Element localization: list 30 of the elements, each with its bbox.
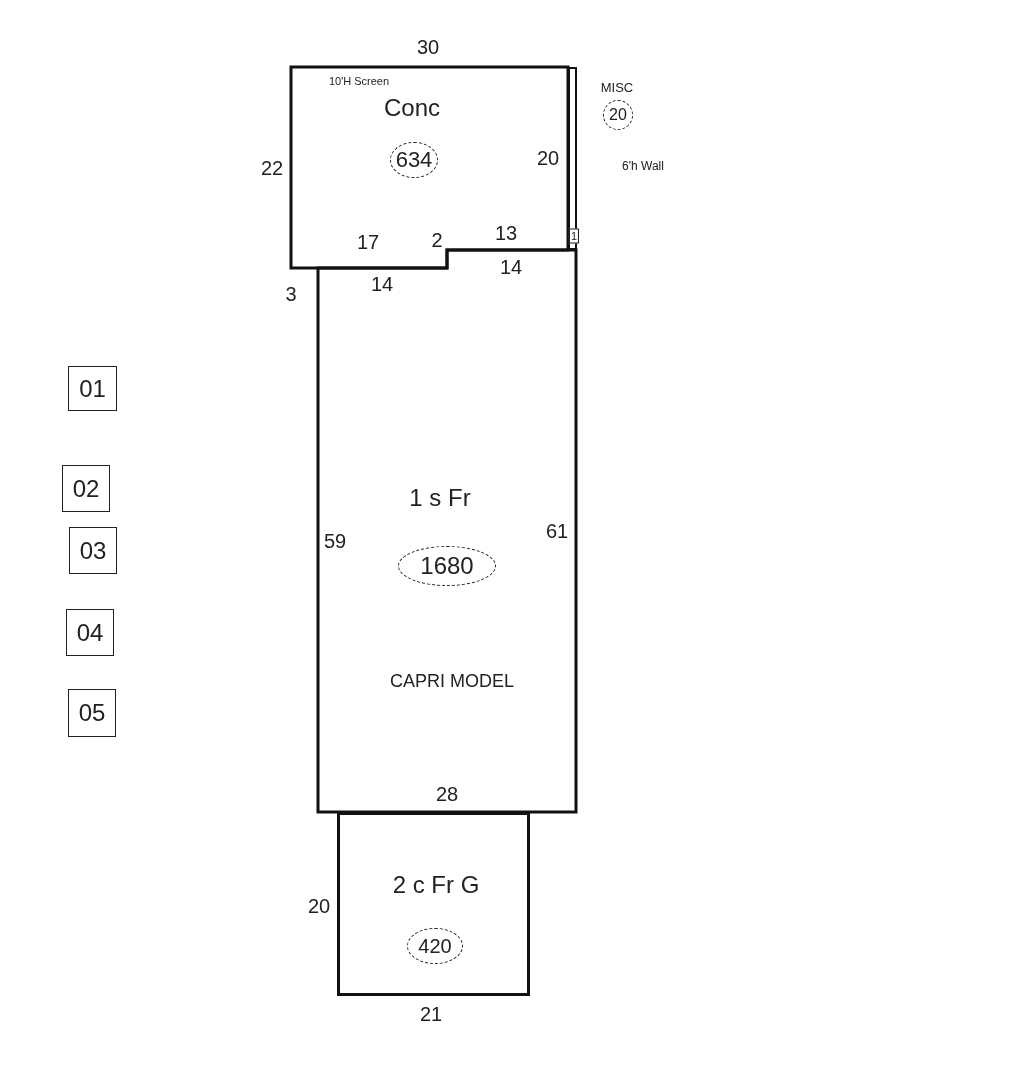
model-name: CAPRI MODEL (390, 672, 514, 690)
page-number-box: 02 (62, 465, 110, 512)
area-name: 2 c Fr G (392, 873, 480, 897)
dimension-label: 2 (431, 230, 443, 250)
area-name: Conc (384, 96, 440, 120)
dimension-label: 13 (494, 223, 518, 243)
dimension-label: 61 (545, 521, 569, 541)
page-number-box: 04 (66, 609, 114, 656)
wall-note: 6'h Wall (622, 160, 664, 172)
dimension-label: 30 (416, 37, 440, 57)
screen-note: 10'H Screen (328, 75, 390, 87)
area-name: 1 s Fr (409, 486, 471, 510)
dimension-label: 3 (285, 284, 297, 304)
page-number-box: 03 (69, 527, 117, 574)
page-number-box: 05 (68, 689, 116, 737)
dimension-label: 17 (356, 232, 380, 252)
dimension-label: 14 (499, 257, 523, 277)
dimension-label: 1 (568, 228, 580, 244)
page-number-box: 01 (68, 366, 117, 411)
dimension-label: 14 (370, 274, 394, 294)
wall-strip (568, 67, 577, 250)
dimension-label: 20 (307, 896, 331, 916)
house-outline (318, 250, 576, 812)
dimension-label: 20 (536, 148, 560, 168)
area-name: MISC (600, 80, 634, 94)
dimension-label: 21 (419, 1004, 443, 1024)
dimension-label: 22 (260, 158, 284, 178)
dimension-label: 28 (435, 784, 459, 804)
dimension-label: 59 (323, 531, 347, 551)
garage-outline (337, 812, 530, 996)
